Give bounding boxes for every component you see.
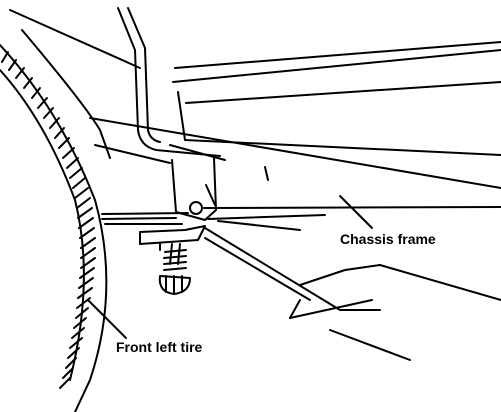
- screw-jack: [158, 243, 191, 295]
- jack-point-bracket: [101, 157, 217, 225]
- front-left-tire: [0, 44, 108, 412]
- chassis-frame: [203, 206, 501, 231]
- chassis-frame-leader: [339, 195, 373, 229]
- chassis-frame-label: Chassis frame: [340, 231, 436, 247]
- door-panel: [117, 7, 501, 157]
- jack-saddle: [139, 225, 206, 251]
- front-left-tire-leader: [87, 299, 127, 339]
- body-panel: [9, 9, 501, 189]
- jack-base: [204, 227, 501, 361]
- front-left-tire-label: Front left tire: [116, 339, 203, 355]
